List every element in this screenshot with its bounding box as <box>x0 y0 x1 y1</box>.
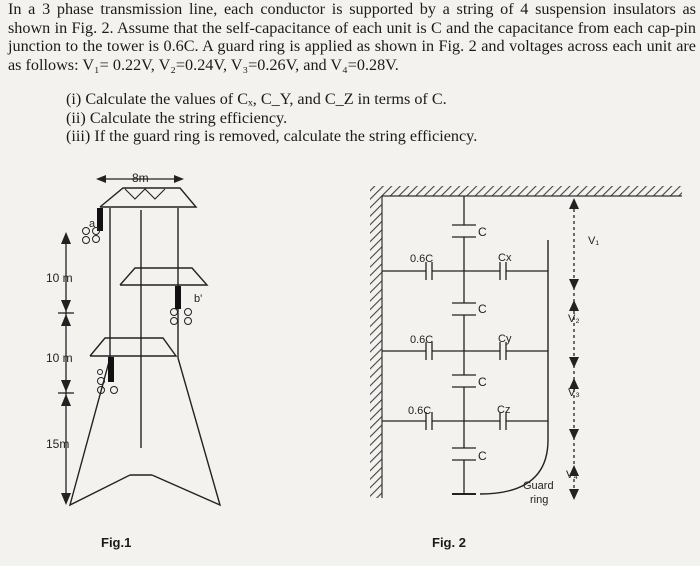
fig1-dim-top: 10 m <box>46 271 73 285</box>
fig1-width-label: 8m <box>132 171 149 185</box>
fig2-label-c1: C <box>478 225 487 239</box>
fig1-width-dimension <box>96 175 184 183</box>
problem-statement: In a 3 phase transmission line, each con… <box>8 0 696 74</box>
fig1-conductor-b: b' <box>194 293 202 305</box>
fig1-insulator-a <box>92 208 103 243</box>
fig2-label-06c-3: 0.6C <box>408 405 431 417</box>
fig1-insulator-b <box>170 286 192 325</box>
fig2-guard-ring-line1: Guard <box>523 480 554 492</box>
fig2-v4: V₄ <box>566 469 578 481</box>
fig2-label-06c-2: 0.6C <box>410 334 433 346</box>
fig2-label-cz: Cz <box>497 404 510 416</box>
question-list: (i) Calculate the values of Cₓ, C_Y, and… <box>66 90 477 146</box>
fig2-label-c4: C <box>478 449 487 463</box>
fig2-caption: Fig. 2 <box>432 535 466 550</box>
fig2-label-cx: Cx <box>498 252 512 264</box>
fig1-caption: Fig.1 <box>101 535 132 550</box>
fig1-dim-mid: 10 m <box>46 351 73 365</box>
question-item-3: (iii) If the guard ring is removed, calc… <box>66 127 478 146</box>
fig2-v1: V₁ <box>588 235 599 247</box>
question-item-2: (ii) Calculate the string efficiency. <box>66 108 288 127</box>
fig2-label-c3: C <box>478 375 487 389</box>
fig2-circuit <box>382 196 549 495</box>
fig1-vertical-dimensions <box>58 232 74 505</box>
fig2-crossarm <box>382 186 682 196</box>
fig1-insulator-c <box>97 357 118 394</box>
fig2-tower-wall <box>370 186 382 498</box>
fig2-label-cy: Cy <box>498 333 512 345</box>
fig1-insulator-a-disks <box>82 227 90 244</box>
fig1-conductor-a: a <box>89 218 96 230</box>
fig2-guard-ring-line2: ring <box>530 494 548 506</box>
question-item-1: (i) Calculate the values of Cₓ, C_Y, and… <box>66 90 447 108</box>
fig1-tower <box>68 187 222 507</box>
fig2-v2: V₂ <box>568 313 580 325</box>
fig2-label-c2: C <box>478 302 487 316</box>
fig1-dim-bottom: 15m <box>46 437 69 451</box>
problem-paragraph: In a 3 phase transmission line, each con… <box>8 0 696 74</box>
fig2-v3: V₃ <box>568 387 580 399</box>
fig2-label-06c-1: 0.6C <box>410 253 433 265</box>
fig2-voltage-arrows <box>569 198 579 500</box>
